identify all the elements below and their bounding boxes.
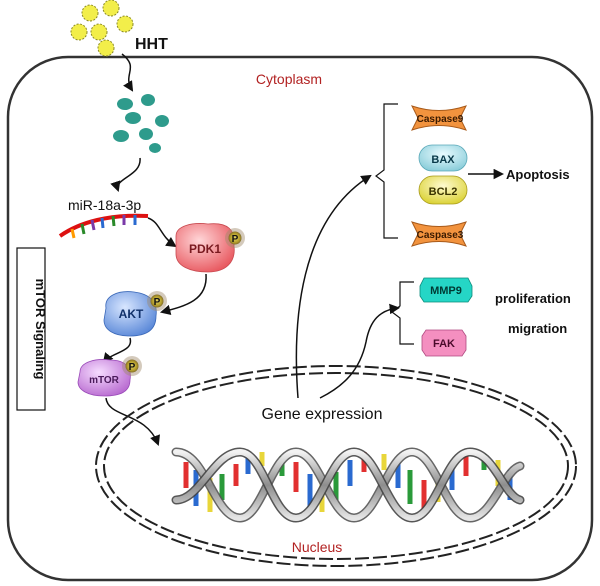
pdk1-node: PDK1 [175, 223, 235, 273]
bax-label: BAX [431, 154, 455, 166]
akt-label: AKT [119, 307, 144, 321]
pdk1-to-akt-arrow [159, 273, 207, 316]
pdk1-phospho-label: P [232, 234, 239, 245]
apoptosis-label: Apoptosis [506, 167, 570, 182]
mtor-label: mTOR [89, 375, 120, 386]
bax-node: BAX [418, 144, 468, 172]
akt-node: AKT [103, 291, 157, 337]
nucleus-outer-membrane [95, 365, 577, 567]
fak-label: FAK [433, 338, 455, 350]
pdk1-label: PDK1 [189, 242, 221, 256]
mirna-to-pdk1-arrow [147, 217, 177, 248]
caspase9-label: Caspase9 [417, 114, 464, 125]
bcl2-label: BCL2 [429, 186, 458, 198]
mirna-strand [58, 213, 149, 239]
mirna-label: miR-18a-3p [68, 197, 141, 213]
mtor-phospho-label: P [129, 362, 136, 373]
nucleus-inner-membrane [103, 372, 569, 560]
caspase9-node: Caspase9 [411, 105, 467, 131]
proliferation-label: proliferation [495, 291, 571, 306]
mirna-induction-arrow [110, 157, 141, 192]
apoptosis-bracket [375, 103, 398, 239]
cytoplasm-label: Cytoplasm [256, 71, 322, 87]
gene-to-migration-arrow [319, 303, 401, 399]
hht-label: HHT [135, 36, 168, 53]
cell-membrane [6, 55, 594, 582]
mtor-signaling-box [16, 247, 46, 411]
dna-base-pairs [183, 452, 513, 512]
migration-bracket [391, 281, 414, 345]
gene-expression-label: Gene expression [262, 406, 383, 423]
pdk1-phospho-icon: P [225, 228, 245, 248]
bcl2-node: BCL2 [418, 175, 468, 205]
hht-molecules [70, 0, 134, 57]
migration-label: migration [508, 321, 567, 336]
mtor-signaling-label: mTOR Signaling [33, 279, 48, 380]
caspase3-node: Caspase3 [411, 221, 467, 247]
caspase3-label: Caspase3 [417, 230, 464, 241]
akt-phospho-label: P [154, 297, 161, 308]
mtor-phospho-icon: P [122, 356, 142, 376]
mtor-node: mTOR [77, 359, 131, 397]
mmp9-label: MMP9 [430, 285, 462, 297]
mmp9-node: MMP9 [419, 277, 473, 303]
dna-helix [171, 447, 525, 523]
akt-phospho-icon: P [147, 291, 167, 311]
gene-to-apoptosis-arrow [295, 174, 372, 399]
nucleus-label: Nucleus [292, 539, 343, 555]
intracellular-molecules [113, 94, 169, 153]
fak-node: FAK [421, 329, 467, 357]
uptake-arrow [121, 53, 134, 92]
